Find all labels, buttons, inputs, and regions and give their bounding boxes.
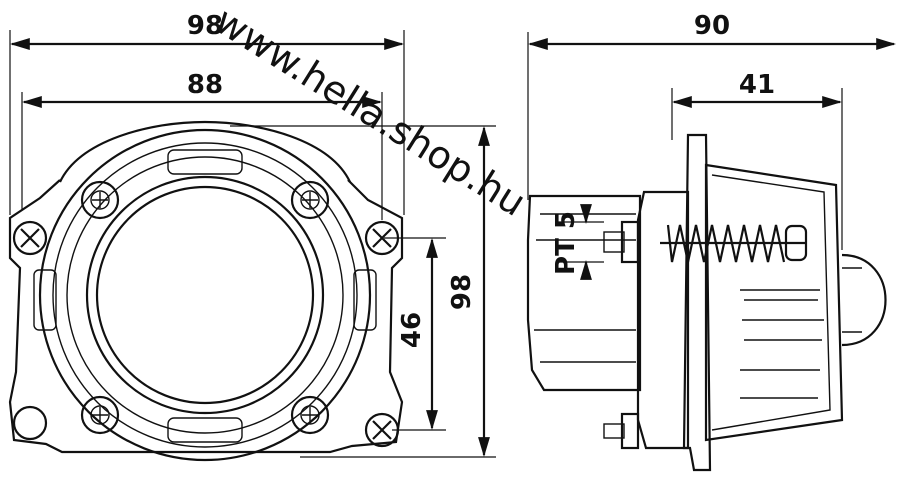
front-top-tab bbox=[167, 149, 243, 175]
side-stud bbox=[603, 231, 625, 253]
front-screw-bottom-right bbox=[290, 395, 330, 435]
front-ring-2 bbox=[52, 142, 358, 448]
side-rear-housing bbox=[636, 190, 690, 450]
front-bottom-tab bbox=[167, 417, 243, 443]
dim-label-88-width: 88 bbox=[187, 70, 223, 100]
front-view: 98 88 98 46 bbox=[8, 11, 496, 462]
side-front-body-inner bbox=[711, 174, 831, 431]
side-front-body bbox=[704, 163, 844, 442]
dim-label-41-depth: 41 bbox=[739, 70, 775, 100]
front-lens bbox=[95, 185, 315, 405]
side-connector bbox=[526, 194, 642, 392]
front-screw-bottom-left bbox=[80, 395, 120, 435]
side-stud-bottom bbox=[603, 423, 625, 439]
front-screw-top-left bbox=[80, 180, 120, 220]
side-adjuster-spring bbox=[660, 224, 808, 263]
front-flange-outline bbox=[8, 179, 404, 454]
dim-label-pt5: PT 5 bbox=[551, 211, 581, 275]
front-right-tab bbox=[353, 269, 377, 331]
watermark-text: www.hella.shop.hu bbox=[207, 0, 533, 225]
dim-label-46-height: 46 bbox=[397, 312, 427, 348]
front-lens-ring bbox=[85, 175, 325, 415]
dim-label-90-depth: 90 bbox=[694, 11, 730, 41]
front-screw-top-right bbox=[290, 180, 330, 220]
dim-label-98-height: 98 bbox=[447, 274, 477, 310]
dim-label-98-width: 98 bbox=[187, 11, 223, 41]
front-lug-screw-left bbox=[12, 220, 48, 256]
front-housing-top bbox=[59, 120, 351, 183]
front-ring-3 bbox=[66, 156, 344, 434]
front-lug-screw-bottom-left bbox=[12, 405, 48, 441]
side-lens bbox=[841, 253, 887, 347]
side-view: 90 41 PT 5 bbox=[526, 11, 896, 472]
front-left-tab bbox=[33, 269, 57, 331]
front-outer-ring bbox=[38, 128, 372, 462]
